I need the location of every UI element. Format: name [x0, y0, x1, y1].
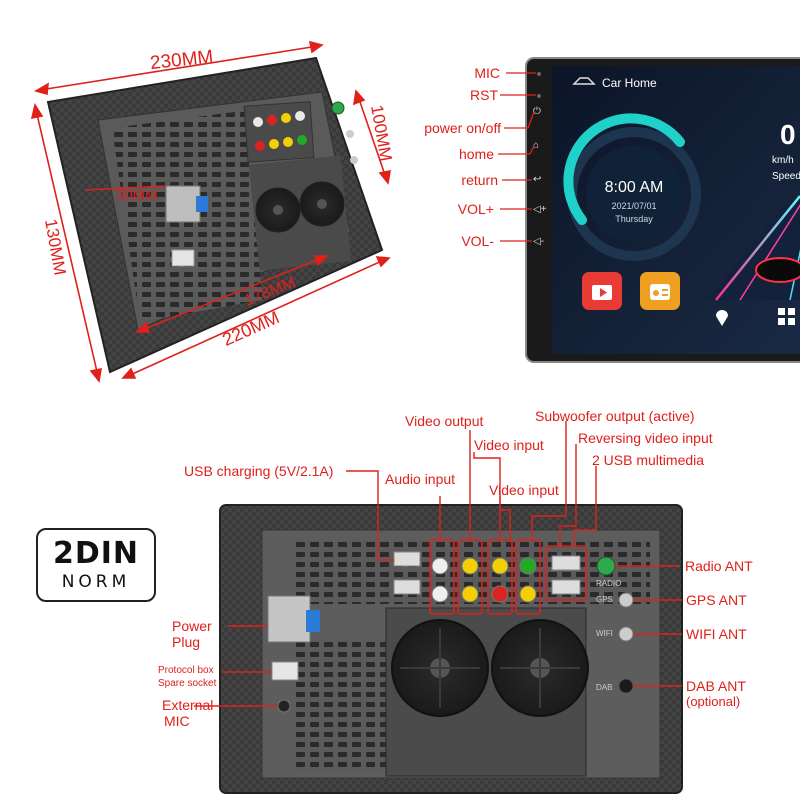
- badge-line2: NORM: [61, 572, 131, 592]
- label-usb-multimedia: 2 USB multimedia: [592, 452, 704, 468]
- label-protocol-1: Protocol box: [158, 665, 214, 676]
- dimension-lines: [30, 40, 391, 383]
- vol-down-icon[interactable]: ◁-: [533, 236, 544, 247]
- speed-label: Speed: [772, 171, 800, 182]
- speed-value: 0: [780, 119, 796, 150]
- panel-wifi-text: WIFI: [596, 629, 613, 638]
- label-return: return: [461, 172, 498, 188]
- dim-width-top: 230MM: [149, 47, 214, 75]
- rst-hole: [537, 94, 541, 98]
- usb-multimedia-port-1: [551, 555, 581, 571]
- power-icon[interactable]: ⏻: [533, 106, 541, 117]
- panel-radio-text: RADIO: [596, 579, 621, 588]
- label-reversing: Reversing video input: [578, 430, 713, 446]
- label-mic: MIC: [474, 65, 500, 81]
- label-vol-down: VOL-: [461, 233, 494, 249]
- 2din-norm-badge: 2DIN NORM: [36, 528, 156, 602]
- head-unit-front: ⏻ ⌂ ↩ ◁+ ◁- Car Home 8:00 AM 2021/07/01 …: [525, 57, 800, 363]
- clock-time: 8:00 AM: [605, 179, 664, 196]
- mic-hole: [537, 72, 541, 76]
- location-icon[interactable]: [716, 310, 728, 326]
- dim-height: 130MM: [41, 217, 70, 276]
- usb-charging-port: [393, 551, 421, 567]
- label-ext-mic-1: External: [162, 697, 213, 713]
- label-power-plug-1: Power: [172, 618, 212, 634]
- label-rst: RST: [470, 87, 498, 103]
- label-ext-mic-2: MIC: [164, 713, 190, 729]
- car-graphic: [755, 257, 800, 283]
- gps-antenna-port: [618, 592, 634, 608]
- speed-unit: km/h: [772, 155, 794, 166]
- port-leaders: [194, 421, 682, 707]
- power-plug-socket: [267, 595, 311, 643]
- rear-angled-view: [46, 56, 384, 374]
- label-video-input-2: Video input: [489, 482, 559, 498]
- label-gps-ant: GPS ANT: [686, 592, 747, 608]
- ext-mic-jack: [277, 699, 291, 713]
- label-dab-optional: (optional): [686, 694, 740, 709]
- label-protocol-2: Spare socket: [158, 678, 217, 689]
- screen-app-title: Car Home: [602, 76, 657, 90]
- label-wifi-ant: WIFI ANT: [686, 626, 747, 642]
- dab-antenna-port: [618, 678, 634, 694]
- label-power-plug-2: Plug: [172, 634, 200, 650]
- button-leaders: [498, 72, 536, 242]
- label-subwoofer: Subwoofer output (active): [535, 408, 695, 424]
- dim-connector: 30MM: [116, 187, 158, 204]
- panel-gps-text: GPS: [596, 595, 613, 604]
- protocol-socket: [271, 661, 299, 681]
- label-power: power on/off: [424, 120, 501, 136]
- clock-weekday: Thursday: [615, 214, 653, 224]
- label-dab-ant: DAB ANT: [686, 678, 746, 694]
- home-icon[interactable]: ⌂: [533, 140, 539, 151]
- label-video-output: Video output: [405, 413, 483, 429]
- panel-dab-text: DAB: [596, 683, 612, 692]
- rear-panel: RADIO GPS WIFI DAB: [219, 504, 683, 794]
- badge-line1: 2DIN: [52, 536, 140, 571]
- label-usb-charging: USB charging (5V/2.1A): [184, 463, 333, 479]
- car-icon: [572, 77, 596, 85]
- usb-multimedia-port-2: [551, 579, 581, 595]
- label-vol-up: VOL+: [458, 201, 494, 217]
- label-audio-input: Audio input: [385, 471, 455, 487]
- label-home: home: [459, 146, 494, 162]
- apps-grid-icon[interactable]: [778, 308, 795, 325]
- vol-up-icon[interactable]: ◁+: [533, 204, 547, 215]
- return-icon[interactable]: ↩: [533, 174, 541, 185]
- radio-antenna-port: [596, 556, 616, 576]
- clock-ring: [563, 113, 685, 225]
- wifi-antenna-port: [618, 626, 634, 642]
- clock-date: 2021/07/01: [611, 201, 656, 211]
- label-video-input-1: Video input: [474, 437, 544, 453]
- label-radio-ant: Radio ANT: [685, 558, 753, 574]
